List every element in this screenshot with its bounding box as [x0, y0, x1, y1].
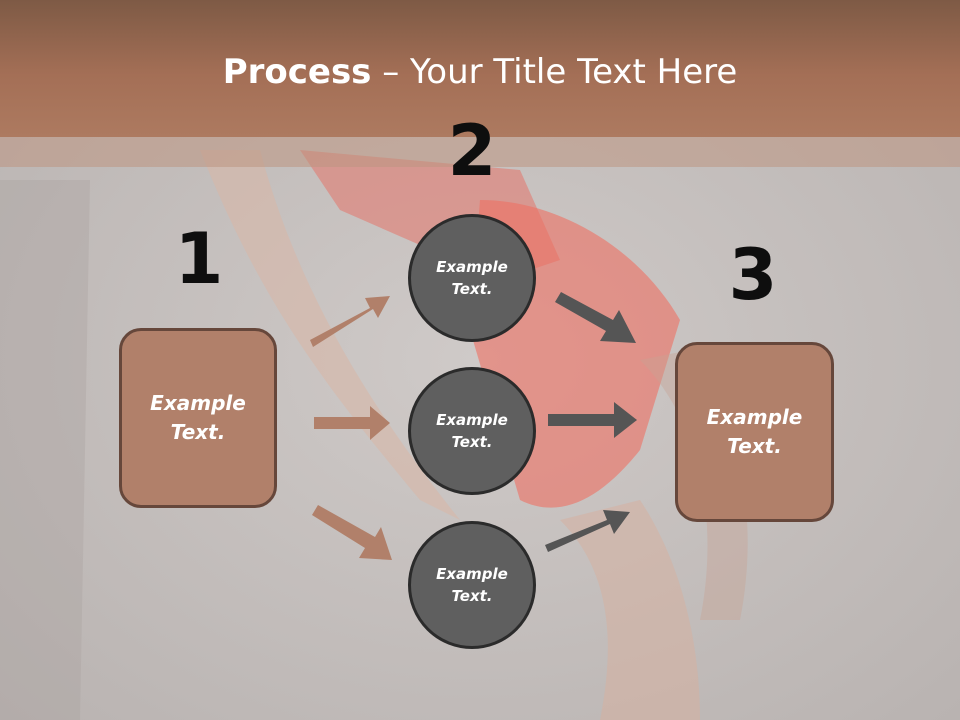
circle-top: Example Text.: [408, 214, 536, 342]
title-bold: Process: [222, 52, 372, 92]
arrow-right-bot: [545, 510, 630, 552]
circle-bot: Example Text.: [408, 521, 536, 649]
right-box-text: Example Text.: [706, 405, 803, 458]
arrow-left-mid: [314, 406, 390, 440]
circle-mid: Example Text.: [408, 367, 536, 495]
arrow-right-mid: [548, 402, 637, 438]
left-box: Example Text.: [119, 328, 277, 508]
slide-title: Process – Your Title Text Here: [0, 52, 960, 92]
circle-top-text: Example Text.: [436, 257, 508, 299]
arrow-left-top: [310, 296, 390, 347]
step-number-3: 3: [728, 234, 778, 316]
circle-mid-text: Example Text.: [436, 410, 508, 452]
title-bar: [0, 0, 960, 137]
step-number-2: 2: [447, 110, 497, 192]
title-band: [0, 137, 960, 167]
arrow-right-top: [555, 292, 636, 343]
circle-bot-text: Example Text.: [436, 564, 508, 606]
step-number-1: 1: [174, 218, 224, 300]
right-box: Example Text.: [675, 342, 834, 522]
left-box-text: Example Text.: [150, 391, 246, 444]
title-rest: – Your Title Text Here: [371, 52, 738, 92]
arrow-left-bot: [312, 505, 392, 560]
